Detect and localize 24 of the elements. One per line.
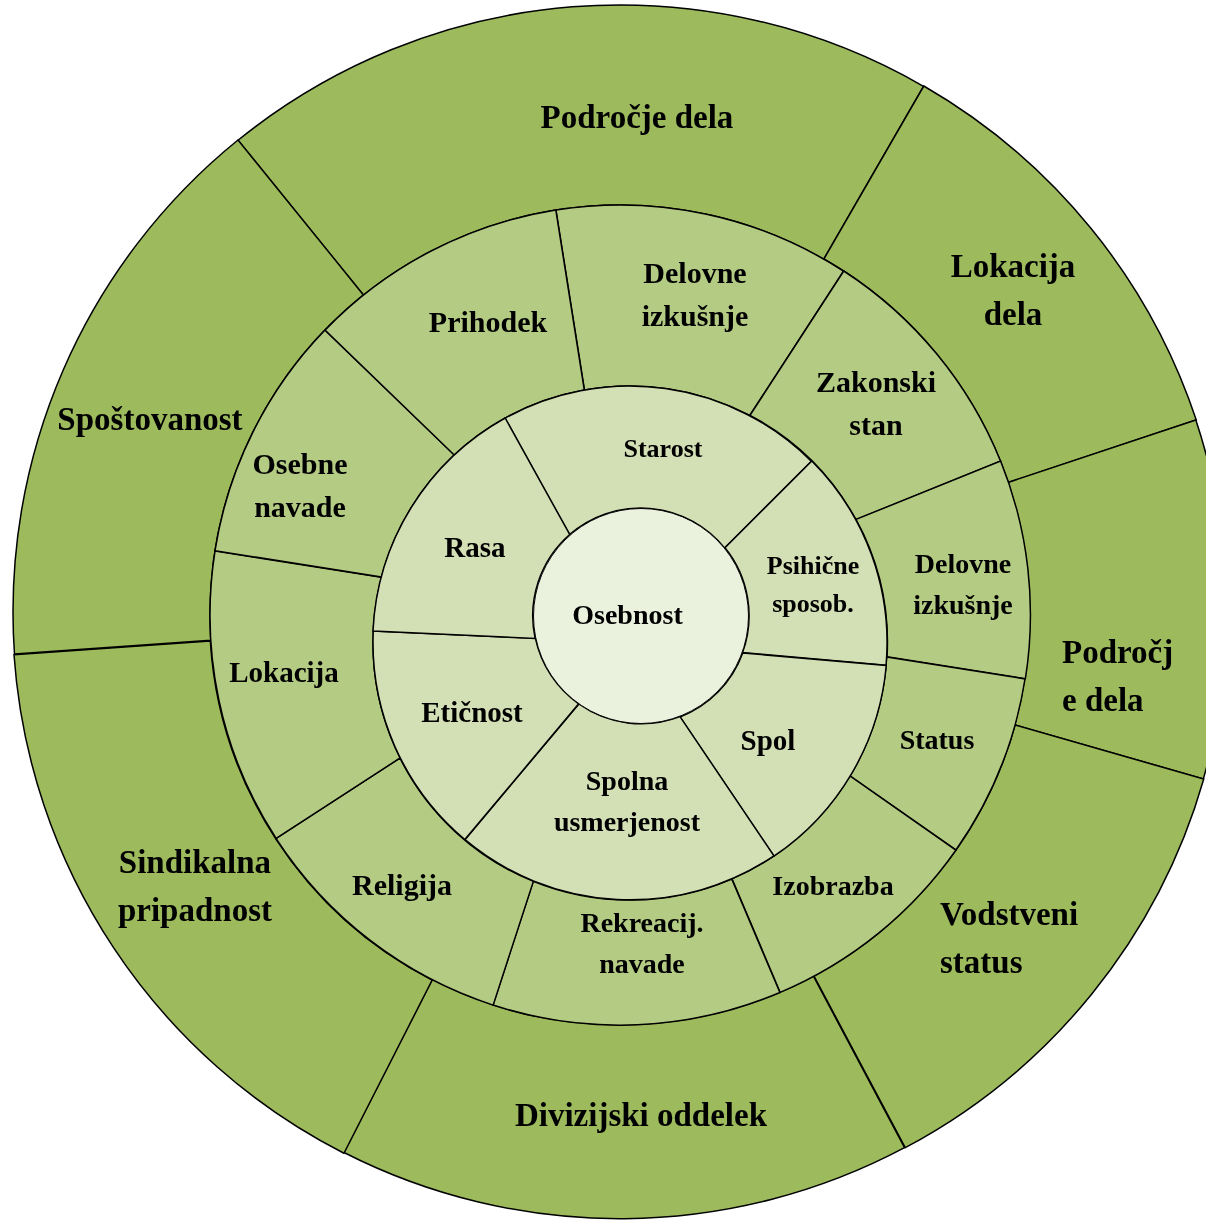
segment-label: Spol bbox=[740, 722, 796, 758]
segment-label: Zakonski stan bbox=[814, 363, 937, 443]
segment-label: Spoštovanost bbox=[57, 400, 243, 440]
segment-label: Rekreacij. navade bbox=[579, 906, 705, 981]
segment-label: Starost bbox=[623, 433, 703, 466]
segment-label: Religija bbox=[352, 867, 452, 904]
segment-label: Osebnost bbox=[572, 597, 683, 632]
segment-label: Vodstveni status bbox=[940, 895, 1080, 982]
segment-label: Področj e dela bbox=[1062, 633, 1175, 720]
segment-label: Osebne navade bbox=[251, 445, 349, 525]
segment-label: Psihične sposob. bbox=[765, 550, 861, 620]
segment-label: Področje dela bbox=[540, 98, 734, 138]
segment-label: Rasa bbox=[444, 529, 506, 565]
segment-label: Delovne izkušnje bbox=[640, 254, 750, 334]
segment-label: Sindikalna pripadnost bbox=[116, 843, 273, 930]
segment-label: Izobrazba bbox=[772, 868, 894, 903]
segment-label: Spolna usmerjenost bbox=[552, 764, 702, 839]
segment-label: Etičnost bbox=[421, 694, 523, 730]
segment-label: Delovne izkušnje bbox=[912, 547, 1014, 622]
segment-label: Lokacija bbox=[229, 654, 339, 690]
segment-label: Lokacija dela bbox=[949, 247, 1077, 334]
segment-label: Prihodek bbox=[428, 304, 548, 341]
segment-label: Status bbox=[899, 722, 975, 757]
segment-label: Divizijski oddelek bbox=[514, 1096, 768, 1136]
